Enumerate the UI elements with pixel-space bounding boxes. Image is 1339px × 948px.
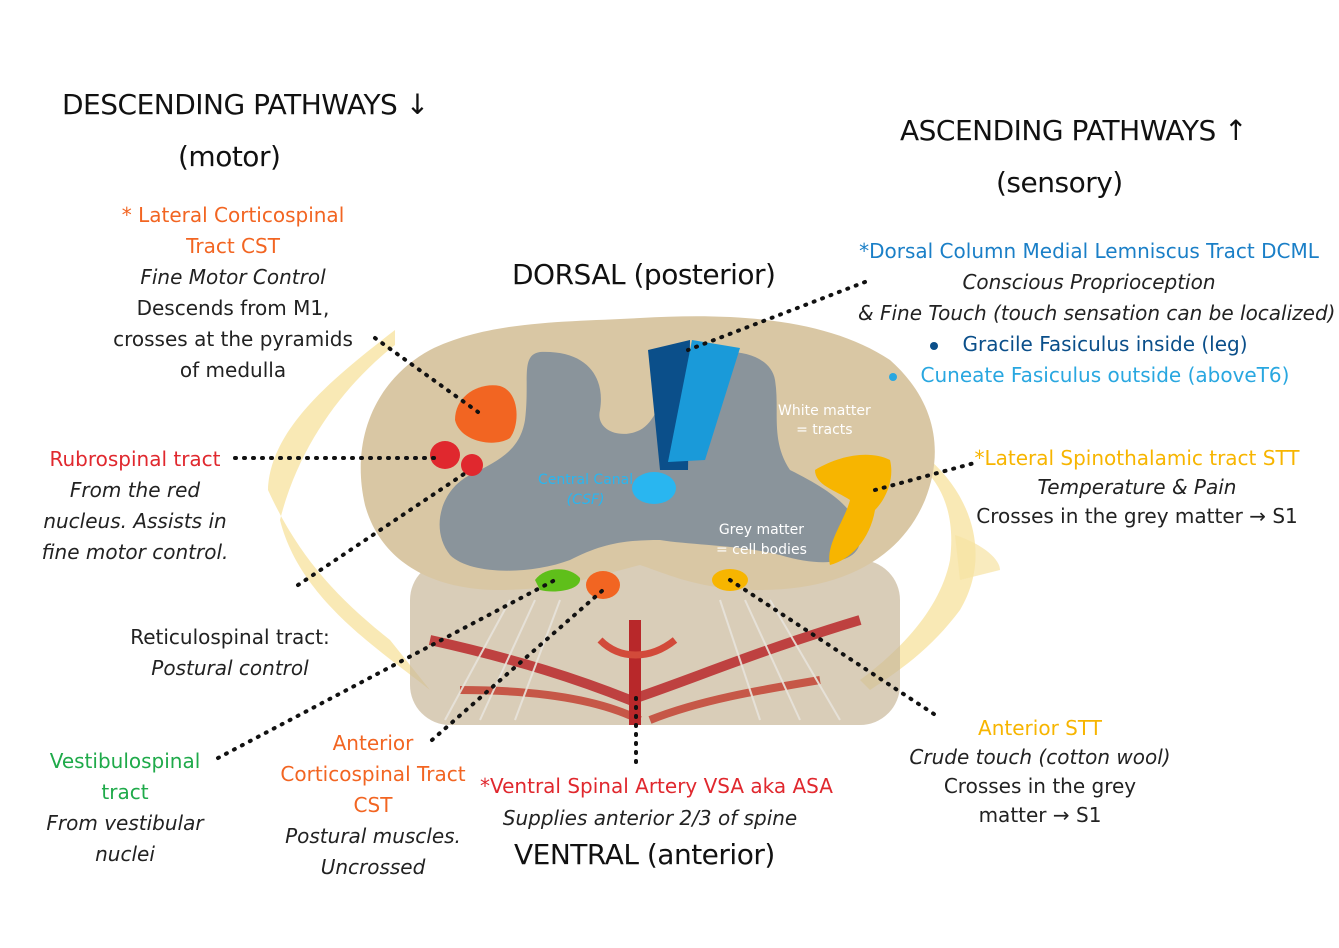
- rubrospinal-desc-3: fine motor control.: [41, 540, 229, 564]
- ascending-heading: ASCENDING PATHWAYS ↑: [900, 114, 1248, 147]
- descending-heading: DESCENDING PATHWAYS ↓: [62, 88, 429, 121]
- ventral-label: VENTRAL (anterior): [514, 838, 775, 871]
- anterior-cst-desc-1: Postural muscles.: [285, 824, 461, 848]
- anterior-stt-desc-2: matter → S1: [978, 803, 1102, 827]
- descending-subheading: (motor): [178, 140, 281, 173]
- leader-lateral-cst: [373, 336, 480, 414]
- white-matter-label-line2: = tracts: [796, 422, 853, 438]
- central-canal-label-line2: (CSF): [566, 492, 605, 508]
- lateral-cst-desc-2: crosses at the pyramids: [113, 327, 353, 351]
- descending-heading-text: DESCENDING PATHWAYS: [62, 88, 398, 121]
- anterior-cst-title-2: Corticospinal Tract: [280, 762, 466, 786]
- rubrospinal-desc-2: nucleus. Assists in: [43, 509, 227, 533]
- lateral-stt-function: Temperature & Pain: [1037, 475, 1237, 499]
- anterior-stt-function: Crude touch (cotton wool): [909, 745, 1171, 769]
- gracile-bullet-text: Gracile Fasiculus inside (leg): [962, 332, 1248, 356]
- vsa-annotation: *Ventral Spinal Artery VSA aka ASA Suppl…: [480, 770, 833, 834]
- dcml-annotation: *Dorsal Column Medial Lemniscus Tract DC…: [858, 236, 1336, 391]
- lateral-cst-title-1: * Lateral Corticospinal: [121, 203, 345, 227]
- cuneate-fasciculus: [668, 340, 740, 462]
- lateral-cst-tract: [455, 385, 517, 443]
- up-arrow-icon: ↑: [1224, 114, 1248, 147]
- central-canal: [632, 472, 676, 504]
- leader-anterior-cst: [430, 588, 605, 742]
- anterior-cst-tract: [586, 571, 620, 599]
- grey-matter: [439, 351, 860, 571]
- white-matter-label-line1: White matter: [778, 403, 871, 419]
- leader-vestibulospinal: [216, 578, 557, 760]
- dcml-function-2: & Fine Touch (touch sensation can be loc…: [858, 301, 1336, 325]
- rubrospinal-annotation: Rubrospinal tract From the red nucleus. …: [40, 444, 230, 568]
- anterior-stt-desc-1: Crosses in the grey: [943, 774, 1137, 798]
- white-matter-label: White matter = tracts: [778, 402, 871, 440]
- down-arrow-icon: ↓: [405, 88, 429, 121]
- ascending-heading-text: ASCENDING PATHWAYS: [900, 114, 1216, 147]
- cuneate-bullet: Cuneate Fasiculus outside (aboveT6): [858, 360, 1320, 391]
- bullet-icon: [888, 372, 897, 381]
- leader-anterior-stt: [728, 578, 942, 720]
- vsa-title: *Ventral Spinal Artery VSA aka ASA: [480, 774, 833, 798]
- lateral-stt-tract: [815, 454, 892, 565]
- lateral-stt-desc: Crosses in the grey matter → S1: [976, 504, 1298, 528]
- leader-lateral-stt: [873, 460, 980, 492]
- rubrospinal-tract-b: [461, 454, 483, 476]
- vestibulospinal-desc-1: From vestibular: [46, 811, 204, 835]
- dcml-function-1: Conscious Proprioception: [962, 270, 1216, 294]
- lateral-stt-annotation: *Lateral Spinothalamic tract STT Tempera…: [972, 444, 1302, 531]
- anterior-stt-annotation: Anterior STT Crude touch (cotton wool) C…: [908, 714, 1172, 830]
- lateral-cst-title-2: Tract CST: [186, 234, 280, 258]
- lateral-cst-function: Fine Motor Control: [140, 265, 326, 289]
- vestibulospinal-desc-2: nuclei: [95, 842, 155, 866]
- left-nerve-root: [268, 330, 430, 690]
- reticulospinal-title: Reticulospinal tract:: [130, 625, 330, 649]
- anterior-cst-desc-2: Uncrossed: [320, 855, 426, 879]
- reticulospinal-annotation: Reticulospinal tract: Postural control: [120, 622, 340, 684]
- cuneate-bullet-text: Cuneate Fasiculus outside (aboveT6): [920, 363, 1290, 387]
- anterior-cst-annotation: Anterior Corticospinal Tract CST Postura…: [278, 728, 468, 883]
- bullet-icon: [930, 341, 939, 350]
- vsa-desc: Supplies anterior 2/3 of spine: [502, 806, 798, 830]
- leader-reticulospinal: [296, 468, 472, 587]
- anterior-cst-title-3: CST: [353, 793, 393, 817]
- vestibulospinal-title-1: Vestibulospinal: [49, 749, 201, 773]
- central-canal-label: Central Canal (CSF): [538, 470, 633, 510]
- gracile-bullet: Gracile Fasiculus inside (leg): [858, 329, 1320, 360]
- grey-matter-label: Grey matter = cell bodies: [716, 520, 807, 560]
- grey-matter-label-line1: Grey matter: [718, 522, 805, 538]
- right-nerve-root: [860, 460, 976, 690]
- anterior-stt-title: Anterior STT: [978, 716, 1102, 740]
- rubrospinal-tract-a: [430, 441, 460, 469]
- anterior-cst-title-1: Anterior: [332, 731, 414, 755]
- rubrospinal-title: Rubrospinal tract: [49, 447, 221, 471]
- central-canal-label-line1: Central Canal: [538, 472, 634, 488]
- vestibulospinal-title-2: tract: [101, 780, 149, 804]
- vestibulospinal-annotation: Vestibulospinal tract From vestibular nu…: [40, 746, 210, 870]
- reticulospinal-function: Postural control: [151, 656, 309, 680]
- rubrospinal-desc-1: From the red: [69, 478, 201, 502]
- lateral-cst-annotation: * Lateral Corticospinal Tract CST Fine M…: [108, 200, 358, 386]
- grey-matter-label-line2: = cell bodies: [716, 542, 807, 558]
- lateral-stt-title: *Lateral Spinothalamic tract STT: [974, 446, 1300, 470]
- dorsal-label: DORSAL (posterior): [512, 258, 776, 291]
- lateral-cst-desc-1: Descends from M1,: [136, 296, 330, 320]
- lateral-cst-desc-3: of medulla: [179, 358, 287, 382]
- right-nerve-root-lower: [955, 535, 1000, 580]
- dcml-title: *Dorsal Column Medial Lemniscus Tract DC…: [859, 239, 1319, 263]
- ascending-subheading: (sensory): [996, 166, 1123, 199]
